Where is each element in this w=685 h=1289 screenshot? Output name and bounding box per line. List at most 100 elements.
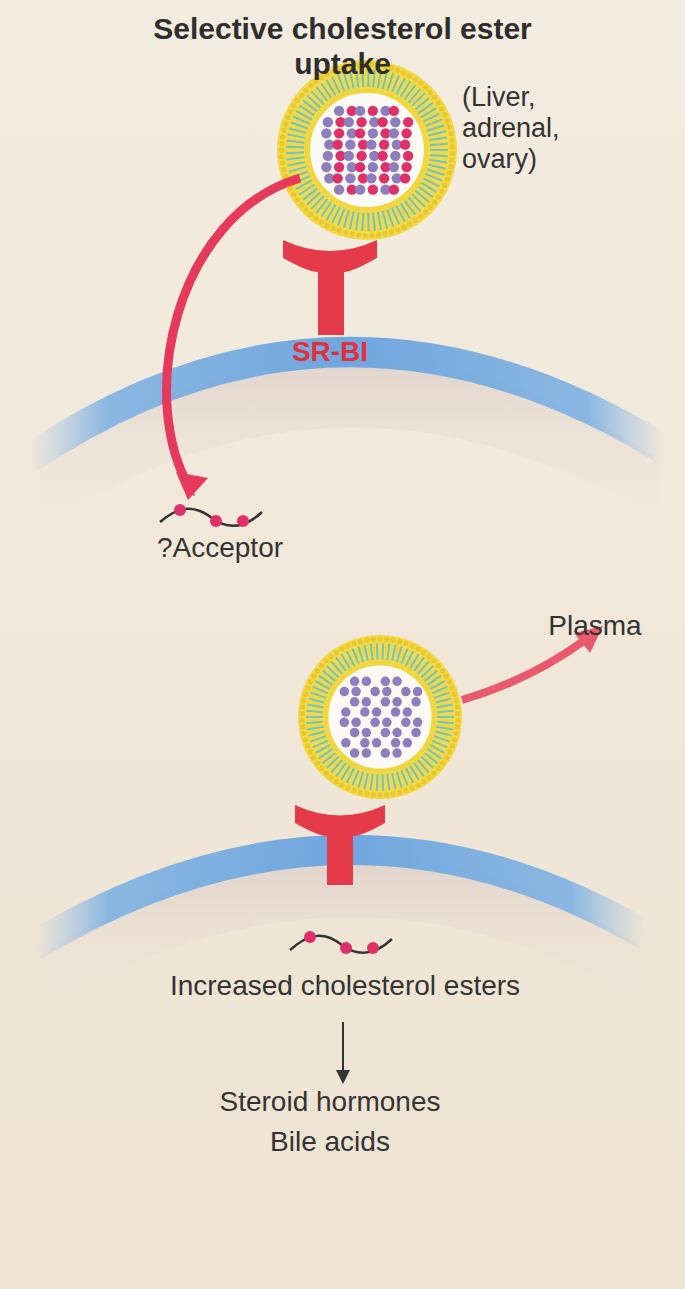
- lipid-tail: [364, 773, 367, 789]
- lipid-tail: [378, 212, 381, 230]
- lipid-head: [455, 724, 460, 729]
- arrow-head: [336, 1070, 350, 1084]
- lipid-head: [418, 81, 423, 86]
- lipid-dot: [411, 697, 421, 707]
- lipid-head: [291, 192, 296, 197]
- lipid-head: [369, 233, 374, 238]
- lipid-dot: [340, 718, 350, 728]
- lipid-dot: [401, 718, 411, 728]
- lipid-head: [376, 232, 381, 237]
- lipid-dot: [390, 151, 400, 161]
- lipid-head: [300, 705, 305, 710]
- lipid-tail: [306, 716, 322, 718]
- lipid-head: [288, 109, 293, 114]
- lipid-dot: [368, 128, 378, 138]
- lipid-tail: [432, 687, 447, 694]
- lipid-dot: [350, 677, 360, 687]
- compartment-label: Plasma: [510, 610, 680, 642]
- lipid-head: [447, 749, 452, 754]
- lipid-tail: [427, 125, 444, 130]
- lipid-dot: [321, 162, 331, 172]
- lipid-dot: [381, 697, 391, 707]
- ester-dot: [332, 173, 342, 183]
- lipid-dot: [392, 677, 402, 687]
- lipid-head: [358, 790, 363, 795]
- lipid-head: [447, 679, 452, 684]
- lipid-head: [363, 233, 368, 238]
- lipid-tail: [434, 736, 449, 741]
- lipid-head: [300, 724, 305, 729]
- ester-dot: [356, 117, 366, 127]
- lipid-head: [299, 202, 304, 207]
- lipid-head: [432, 95, 437, 100]
- lipid-dot: [334, 184, 344, 194]
- lipid-head: [377, 637, 382, 642]
- lipid-tail: [356, 212, 358, 230]
- lipid-tail: [310, 692, 325, 697]
- lipid-head: [432, 200, 437, 205]
- lipid-tail: [288, 134, 306, 137]
- lipid-head: [350, 232, 355, 237]
- lipid-head: [319, 220, 324, 225]
- lipid-head: [319, 663, 324, 668]
- ester-dot: [332, 139, 342, 149]
- lipid-head: [280, 134, 285, 139]
- lipid-dot: [370, 718, 380, 728]
- lipid-head: [439, 189, 444, 194]
- ester-dot: [334, 162, 344, 172]
- lipid-tail: [287, 141, 305, 143]
- ester-dot: [400, 139, 410, 149]
- lipid-dot: [344, 151, 354, 161]
- lipid-head: [305, 685, 310, 690]
- lipid-tail: [313, 741, 328, 748]
- ester-dot: [389, 106, 399, 116]
- particle-core: [326, 663, 434, 771]
- ester-dot: [340, 942, 352, 954]
- lipid-head: [447, 124, 452, 129]
- ester-dot: [403, 117, 413, 127]
- receptor-name: SR-BI: [250, 336, 410, 368]
- lipid-head: [454, 731, 459, 736]
- lipid-dot: [366, 173, 376, 183]
- lipid-head: [343, 230, 348, 235]
- lipid-dot: [391, 707, 401, 717]
- tissue-note: (Liver, adrenal, ovary): [462, 82, 602, 175]
- lipid-tail: [401, 649, 407, 664]
- lipid-head: [415, 646, 420, 651]
- result-label: Increased cholesterol esters: [120, 970, 570, 1002]
- lipid-head: [285, 115, 290, 120]
- lipid-head: [431, 658, 436, 663]
- ester-dot: [334, 128, 344, 138]
- lipid-tail: [352, 649, 358, 664]
- lipid-tail: [392, 773, 395, 789]
- lipid-tail: [288, 162, 306, 165]
- lipid-head: [384, 637, 389, 642]
- lipid-head: [384, 792, 389, 797]
- lipid-tail: [437, 711, 453, 712]
- arrow-head: [176, 472, 208, 500]
- lipid-head: [403, 788, 408, 793]
- lipid-tail: [406, 768, 413, 783]
- lipid-head: [351, 641, 356, 646]
- lipid-head: [442, 183, 447, 188]
- lipid-head: [439, 106, 444, 111]
- lipid-head: [455, 705, 460, 710]
- lipid-dot: [403, 707, 413, 717]
- lipid-head: [413, 218, 418, 223]
- lipid-tail: [358, 646, 363, 662]
- ester-dot: [356, 151, 366, 161]
- lipid-tail: [428, 165, 446, 169]
- lipid-tail: [307, 705, 323, 708]
- lipid-tail: [306, 722, 322, 723]
- lipid-head: [308, 212, 313, 217]
- lipid-head: [409, 643, 414, 648]
- lipid-head: [428, 90, 433, 95]
- lipid-head: [279, 141, 284, 146]
- lipid-tail: [286, 151, 304, 154]
- lipid-head: [450, 743, 455, 748]
- lipid-head: [431, 771, 436, 776]
- lipid-head: [395, 227, 400, 232]
- lipid-dot: [350, 728, 360, 738]
- particle-core: [308, 91, 427, 210]
- lipid-head: [308, 749, 313, 754]
